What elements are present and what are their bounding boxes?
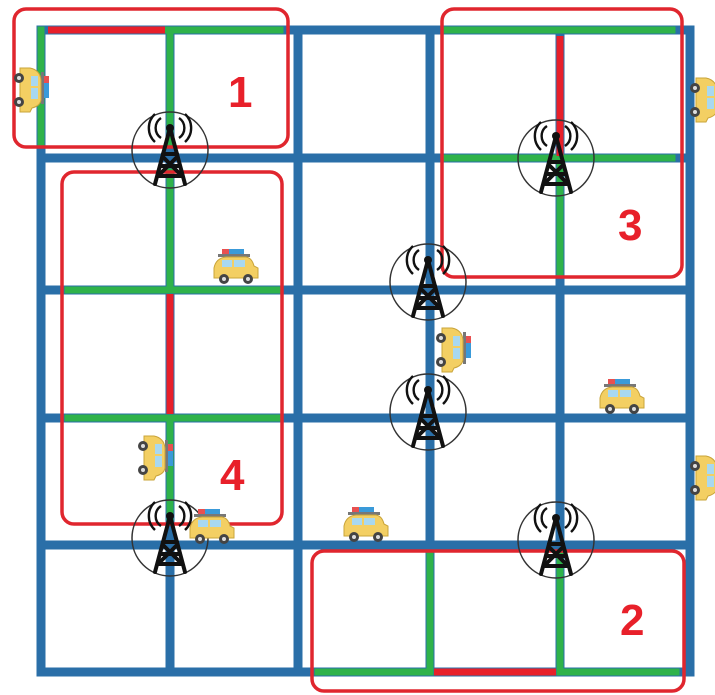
road-grid (41, 30, 690, 672)
red-road-segments (48, 30, 560, 672)
taxi-car-icon (344, 507, 388, 542)
green-road-segments (41, 30, 676, 672)
zone-4-label: 4 (220, 451, 245, 500)
zone-3-label: 3 (618, 201, 642, 250)
taxi-car-icon (600, 379, 644, 414)
zone-2-label: 2 (620, 596, 644, 645)
taxi-car-icon (190, 509, 234, 544)
taxi-car-icon (436, 328, 471, 372)
taxi-car-icon (214, 249, 258, 284)
zone-1-label: 1 (228, 68, 252, 117)
